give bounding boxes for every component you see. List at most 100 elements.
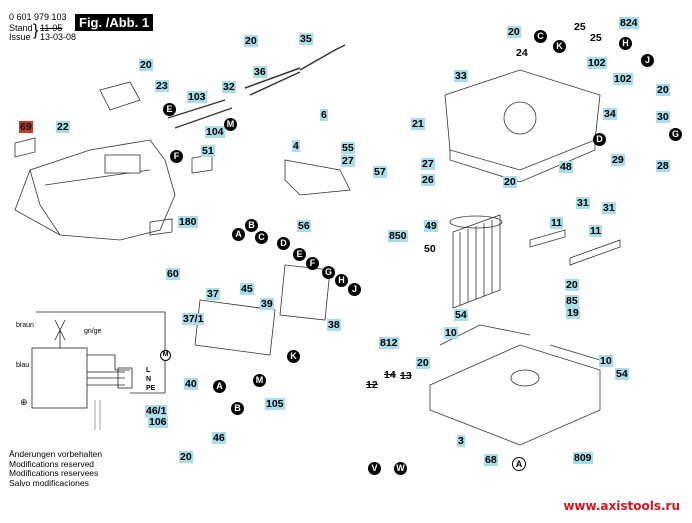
callout-180[interactable]: 180	[178, 216, 198, 228]
connector-j[interactable]: J	[641, 54, 654, 67]
callout-32[interactable]: 32	[222, 81, 236, 93]
callout-26[interactable]: 26	[421, 174, 435, 186]
connector-g[interactable]: G	[669, 128, 682, 141]
callout-25[interactable]: 25	[574, 21, 586, 33]
terminal-l: L	[146, 367, 151, 374]
callout-20[interactable]: 20	[565, 279, 579, 291]
callout-850[interactable]: 850	[388, 230, 408, 242]
callout-49[interactable]: 49	[424, 220, 438, 232]
callout-45[interactable]: 45	[240, 283, 254, 295]
callout-34[interactable]: 34	[603, 108, 617, 120]
callout-46-1[interactable]: 46/1	[145, 405, 168, 417]
part-number: 0 601 979 103	[9, 12, 67, 22]
callout-33[interactable]: 33	[454, 70, 468, 82]
callout-48[interactable]: 48	[559, 161, 573, 173]
connector-a[interactable]: A	[213, 380, 226, 393]
callout-46[interactable]: 46	[212, 432, 226, 444]
connector-h[interactable]: H	[335, 274, 348, 287]
callout-27[interactable]: 27	[341, 155, 355, 167]
callout-21[interactable]: 21	[411, 118, 425, 130]
connector-f[interactable]: F	[170, 150, 183, 163]
connector-h[interactable]: H	[619, 37, 632, 50]
callout-57[interactable]: 57	[373, 166, 387, 178]
connector-b[interactable]: B	[245, 219, 258, 232]
callout-105[interactable]: 105	[265, 398, 285, 410]
callout-30[interactable]: 30	[656, 111, 670, 123]
connector-f[interactable]: F	[306, 257, 319, 270]
callout-3[interactable]: 3	[457, 435, 465, 447]
connector-e[interactable]: E	[293, 248, 306, 261]
callout-60[interactable]: 60	[166, 268, 180, 280]
callout-812[interactable]: 812	[379, 337, 399, 349]
callout-22[interactable]: 22	[56, 121, 70, 133]
callout-20[interactable]: 20	[139, 59, 153, 71]
connector-b[interactable]: B	[231, 402, 244, 415]
callout-27[interactable]: 27	[421, 158, 435, 170]
callout-14[interactable]: 14	[384, 369, 396, 381]
connector-j[interactable]: J	[348, 283, 361, 296]
connector-k[interactable]: K	[553, 40, 566, 53]
callout-10[interactable]: 10	[444, 327, 458, 339]
callout-20[interactable]: 20	[179, 451, 193, 463]
callout-29[interactable]: 29	[611, 154, 625, 166]
callout-12[interactable]: 12	[366, 379, 378, 391]
callout-20[interactable]: 20	[656, 84, 670, 96]
callout-11[interactable]: 11	[550, 217, 564, 229]
filter-850	[449, 214, 503, 309]
callout-28[interactable]: 28	[656, 160, 670, 172]
callout-19[interactable]: 19	[566, 307, 580, 319]
callout-4[interactable]: 4	[292, 140, 300, 152]
callout-23[interactable]: 23	[155, 80, 169, 92]
callout-50[interactable]: 50	[424, 243, 436, 255]
callout-102[interactable]: 102	[613, 73, 633, 85]
modification-notes: Änderungen vorbehalten Modifications res…	[9, 449, 102, 488]
callout-31[interactable]: 31	[602, 202, 616, 214]
callout-24[interactable]: 24	[516, 47, 528, 59]
callout-31[interactable]: 31	[576, 197, 590, 209]
callout-11[interactable]: 11	[589, 225, 603, 237]
callout-51[interactable]: 51	[201, 145, 215, 157]
callout-10[interactable]: 10	[599, 355, 613, 367]
callout-106[interactable]: 106	[148, 416, 168, 428]
connector-m[interactable]: M	[224, 118, 237, 131]
callout-85[interactable]: 85	[565, 295, 579, 307]
callout-56[interactable]: 56	[297, 220, 311, 232]
callout-36[interactable]: 36	[253, 66, 267, 78]
callout-37-1[interactable]: 37/1	[182, 313, 205, 325]
connector-d[interactable]: D	[277, 237, 290, 250]
callout-55[interactable]: 55	[341, 142, 355, 154]
callout-40[interactable]: 40	[184, 378, 198, 390]
callout-20[interactable]: 20	[507, 26, 521, 38]
connector-m[interactable]: M	[253, 374, 266, 387]
callout-103[interactable]: 103	[187, 91, 207, 103]
callout-39[interactable]: 39	[260, 298, 274, 310]
callout-20[interactable]: 20	[503, 176, 517, 188]
connector-c[interactable]: C	[255, 231, 268, 244]
connector-k[interactable]: K	[287, 350, 300, 363]
connector-c[interactable]: C	[534, 30, 547, 43]
callout-54[interactable]: 54	[454, 309, 468, 321]
watermark-link[interactable]: www.axistools.ru	[563, 499, 680, 513]
callout-25[interactable]: 25	[590, 32, 602, 44]
callout-13[interactable]: 13	[400, 370, 412, 382]
callout-35[interactable]: 35	[299, 33, 313, 45]
callout-6[interactable]: 6	[320, 109, 328, 121]
callout-54[interactable]: 54	[615, 368, 629, 380]
callout-102[interactable]: 102	[587, 57, 607, 69]
connector-d[interactable]: D	[593, 133, 606, 146]
callout-824[interactable]: 824	[619, 17, 639, 29]
connector-v[interactable]: V	[368, 462, 381, 475]
callout-37[interactable]: 37	[206, 288, 220, 300]
callout-104[interactable]: 104	[205, 126, 225, 138]
callout-20[interactable]: 20	[244, 35, 258, 47]
callout-68[interactable]: 68	[484, 454, 498, 466]
connector-e[interactable]: E	[163, 103, 176, 116]
connector-a-ref[interactable]: A	[512, 457, 526, 471]
connector-a[interactable]: A	[232, 228, 245, 241]
callout-38[interactable]: 38	[327, 319, 341, 331]
callout-69[interactable]: 69	[19, 121, 33, 133]
connector-w[interactable]: W	[394, 462, 407, 475]
connector-g[interactable]: G	[322, 266, 335, 279]
callout-20[interactable]: 20	[416, 357, 430, 369]
callout-809[interactable]: 809	[573, 452, 593, 464]
